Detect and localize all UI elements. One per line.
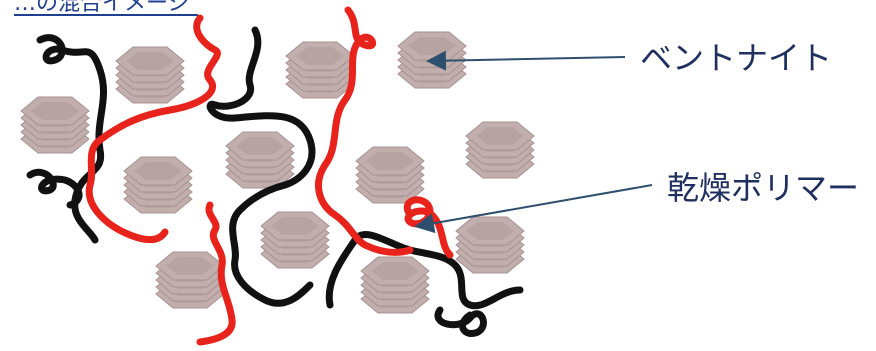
diagram-title: …の混合イメージ bbox=[14, 0, 198, 16]
bentonite-stack bbox=[116, 47, 184, 103]
bentonite-stack bbox=[124, 157, 192, 213]
bentonite-stack bbox=[466, 122, 534, 178]
bentonite-stack bbox=[361, 257, 429, 313]
bentonite-stack bbox=[456, 217, 524, 273]
dry-polymer-callout-arrow bbox=[418, 185, 652, 226]
bentonite-stack bbox=[286, 42, 354, 98]
bentonite-stack bbox=[356, 147, 424, 203]
bentonite-stack bbox=[261, 212, 329, 268]
bentonite-label: ベントナイト bbox=[640, 40, 832, 76]
dry-polymer-label: 乾燥ポリマー bbox=[667, 170, 859, 206]
bentonite-stack bbox=[156, 252, 224, 308]
red-polymer-chain bbox=[407, 200, 450, 255]
bentonite-stack bbox=[21, 97, 89, 153]
black-polymer-chain bbox=[438, 310, 483, 334]
bentonite-stack bbox=[226, 132, 294, 188]
